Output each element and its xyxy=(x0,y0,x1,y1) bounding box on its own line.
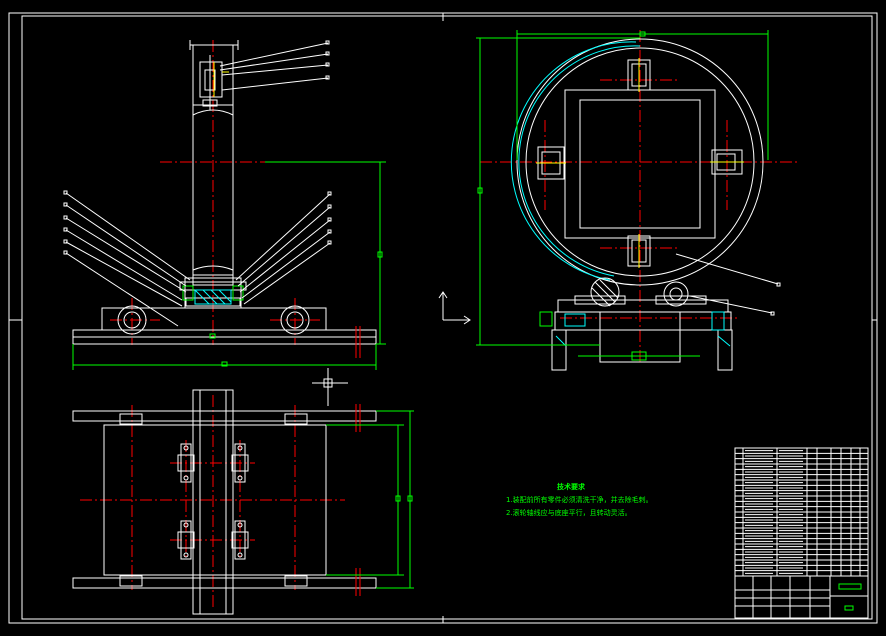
front-right-leaders xyxy=(235,191,332,305)
side-roller-left xyxy=(590,277,620,307)
technical-requirements: 技术要求 1.装配前所有零件必须清洗干净，并去除毛刺。 2.滚轮轴线应与底座平行… xyxy=(506,481,653,520)
side-ring-inner xyxy=(510,41,641,281)
side-clamp-accents xyxy=(536,58,744,268)
side-leaders xyxy=(675,253,781,316)
tech-notes-title: 技术要求 xyxy=(557,483,585,491)
front-view xyxy=(63,40,386,370)
front-dimensions xyxy=(72,161,386,370)
side-dimensions xyxy=(476,30,769,357)
top-accents xyxy=(355,404,361,596)
tech-note-line-1: 1.装配前所有零件必须清洗干净，并去除毛刺。 xyxy=(506,496,653,504)
front-center-mark xyxy=(209,333,216,339)
top-frame xyxy=(72,389,377,615)
title-block-drawing-number xyxy=(838,583,862,590)
front-column xyxy=(189,40,239,286)
side-roller-right xyxy=(663,281,689,307)
front-base-accents xyxy=(355,326,361,358)
title-block-scale-box xyxy=(844,605,854,611)
front-left-leaders xyxy=(63,190,191,327)
front-top-leaders xyxy=(219,40,330,91)
side-green-parts xyxy=(539,311,647,361)
side-centerlines xyxy=(480,30,800,365)
side-ring xyxy=(516,38,764,286)
top-bearing-blocks xyxy=(177,443,249,560)
side-cyan-parts xyxy=(555,311,731,347)
side-view xyxy=(476,30,800,371)
front-bearing-hatch xyxy=(194,289,232,305)
drawing-frame xyxy=(8,12,878,624)
top-centerlines xyxy=(80,395,345,610)
crosshair-cursor xyxy=(312,368,348,406)
tech-note-line-2: 2.滚轮轴线应与底座平行，且转动灵活。 xyxy=(506,509,632,517)
front-top-bolt xyxy=(213,62,229,97)
title-block xyxy=(734,447,869,619)
front-top-clamp xyxy=(199,55,223,110)
side-base xyxy=(551,295,733,371)
top-view xyxy=(72,389,414,615)
top-dimensions xyxy=(326,410,414,589)
ucs-icon xyxy=(438,291,471,325)
front-base xyxy=(72,305,377,345)
